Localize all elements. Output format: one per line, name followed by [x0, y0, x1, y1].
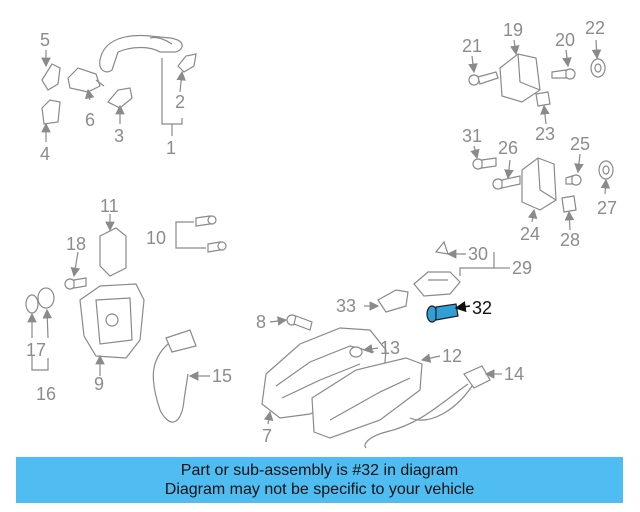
screw-part-10a [195, 215, 217, 227]
callout-11: 11 [100, 196, 119, 216]
frame-part-29 [413, 271, 461, 297]
info-banner: Part or sub-assembly is #32 in diagram D… [16, 457, 623, 503]
bolt-part-21 [468, 71, 499, 86]
grommet-part-13 [349, 346, 363, 358]
bolt-part-25 [565, 174, 582, 186]
bolt-part-31 [472, 157, 497, 170]
callout-23: 23 [535, 124, 555, 144]
handle-part-33 [377, 289, 409, 313]
screw-part-32-highlighted [426, 303, 459, 323]
callout-30: 30 [468, 244, 488, 264]
callout-3: 3 [114, 126, 124, 146]
washer-part-22 [590, 58, 606, 78]
callout-5: 5 [40, 30, 50, 50]
callout-29: 29 [512, 258, 532, 278]
callout-17: 17 [26, 340, 46, 360]
callout-16: 16 [36, 384, 56, 404]
callout-4: 4 [40, 144, 50, 164]
hinge-part-24 [521, 157, 557, 211]
callout-8: 8 [256, 312, 266, 332]
pad-part-4 [41, 99, 61, 125]
callout-22: 22 [585, 18, 605, 38]
callout-6: 6 [85, 110, 95, 130]
screw-part-10b [207, 241, 227, 253]
callout-18: 18 [66, 234, 86, 254]
cable-part-14 [364, 365, 491, 449]
callout-25: 25 [570, 134, 590, 154]
bushing-part-23 [535, 91, 551, 107]
callout-19: 19 [503, 20, 523, 40]
callout-2: 2 [175, 92, 185, 112]
handle-base-part-6 [67, 67, 105, 93]
callout-9: 9 [94, 374, 104, 394]
callout-13: 13 [380, 338, 400, 358]
callout-20: 20 [555, 30, 575, 50]
washer-part-27 [598, 160, 614, 180]
callout-28: 28 [560, 230, 580, 250]
clip-part-30 [434, 240, 449, 255]
bolt-part-8 [286, 314, 313, 331]
seal-part-17b [37, 287, 55, 309]
lock-cylinder-part-11 [99, 227, 127, 277]
callout-12: 12 [442, 346, 462, 366]
callout-24: 24 [520, 224, 540, 244]
callout-14: 14 [504, 364, 524, 384]
callout-26: 26 [498, 138, 518, 158]
bolt-part-18 [64, 277, 87, 290]
hinge-part-19 [499, 53, 541, 103]
banner-line-1: Part or sub-assembly is #32 in diagram [180, 462, 459, 479]
bolt-part-26 [492, 175, 521, 190]
callout-33: 33 [336, 296, 356, 316]
callout-27: 27 [597, 198, 617, 218]
callout-31: 31 [462, 126, 482, 146]
callout-15: 15 [212, 366, 232, 386]
seal-part-17a [25, 294, 39, 314]
gasket-part-3 [107, 87, 133, 109]
callout-21: 21 [462, 36, 482, 56]
banner-line-2: Diagram may not be specific to your vehi… [164, 481, 475, 498]
callout-1: 1 [166, 138, 176, 158]
gasket-part-2 [177, 53, 197, 73]
outer-handle-part [99, 34, 183, 73]
callout-10: 10 [146, 228, 166, 248]
callout-32-highlighted: 32 [472, 298, 492, 318]
regulator-part-12 [311, 357, 423, 439]
callout-7: 7 [262, 426, 272, 446]
bolt-part-20 [551, 68, 576, 80]
handle-cap-part-5 [41, 63, 61, 91]
cable-part-15 [152, 329, 197, 423]
bushing-part-28 [561, 195, 577, 213]
latch-part-9 [79, 283, 145, 359]
